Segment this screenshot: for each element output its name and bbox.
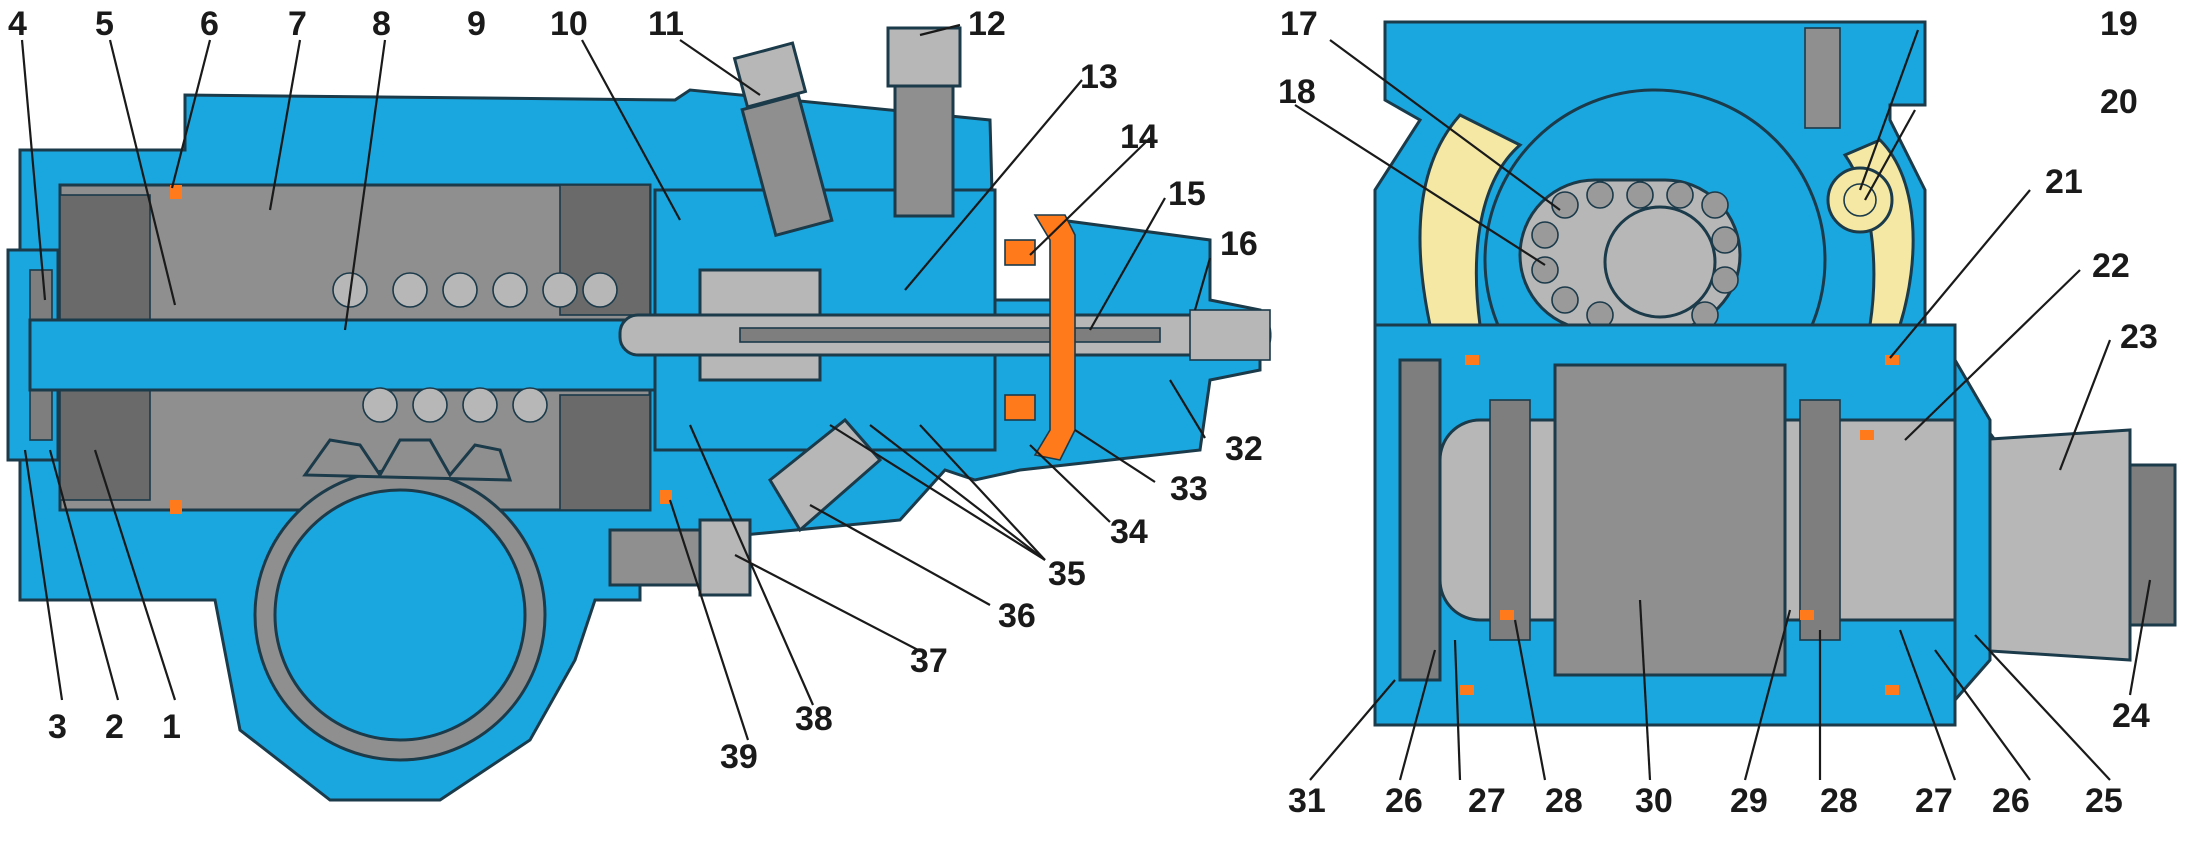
callout-34: 34 — [1110, 513, 1148, 551]
boot-clamp — [1033, 214, 1076, 461]
sector-roller — [1553, 363, 1787, 677]
output-taper — [1973, 428, 2132, 662]
callout-10: 10 — [550, 5, 588, 43]
input-seal-upper — [1004, 239, 1036, 266]
recirculating-balls-upper — [332, 272, 618, 308]
callout-27: 27 — [1915, 782, 1953, 820]
o-ring-39 — [660, 490, 672, 504]
callout-4: 4 — [8, 5, 27, 43]
cross-section-view — [1373, 20, 2177, 727]
callout-13: 13 — [1080, 58, 1118, 96]
callout-labels: 4 5 6 7 8 9 10 11 12 13 14 15 16 32 33 3… — [8, 5, 2158, 820]
callout-20: 20 — [2100, 83, 2138, 121]
drain-tube — [768, 417, 883, 533]
callout-17: 17 — [1280, 5, 1318, 43]
callout-14: 14 — [1120, 118, 1158, 156]
callout-30: 30 — [1635, 782, 1673, 820]
input-seal-lower — [1004, 394, 1036, 421]
callout-21: 21 — [2045, 163, 2083, 201]
callout-1: 1 — [162, 708, 181, 746]
needle-bearing-right — [1799, 399, 1841, 641]
rack-bore-right-lower — [559, 394, 651, 511]
callout-39: 39 — [720, 738, 758, 776]
shaft-end — [1189, 309, 1271, 361]
callout-27b: 27 — [1468, 782, 1506, 820]
longitudinal-section-view — [6, 26, 1272, 802]
sector-teeth — [302, 438, 513, 482]
callout-35: 35 — [1048, 555, 1086, 593]
o-ring-bottom — [170, 500, 182, 514]
callout-28b: 28 — [1545, 782, 1583, 820]
shaft-nut — [2128, 463, 2177, 627]
callout-37: 37 — [910, 642, 948, 680]
guide-balls — [1531, 181, 1739, 329]
screw-section — [1603, 205, 1717, 319]
callout-18: 18 — [1278, 73, 1316, 111]
callout-15: 15 — [1168, 175, 1206, 213]
bleed-plug-center — [1843, 183, 1877, 217]
fitting-12 — [886, 26, 962, 218]
needle-bearing-left — [1489, 399, 1531, 641]
steering-screw — [28, 318, 662, 392]
callout-7: 7 — [288, 5, 307, 43]
callout-3: 3 — [48, 708, 67, 746]
callout-2: 2 — [105, 708, 124, 746]
callout-26: 26 — [1992, 782, 2030, 820]
callout-26b: 26 — [1385, 782, 1423, 820]
callout-25: 25 — [2085, 782, 2123, 820]
callout-12: 12 — [968, 5, 1006, 43]
callout-36: 36 — [998, 597, 1036, 635]
callout-23: 23 — [2120, 318, 2158, 356]
torsion-bar — [739, 327, 1161, 343]
o-ring-6 — [170, 185, 182, 199]
fitting-11 — [732, 41, 834, 238]
bearing-left — [1398, 358, 1442, 682]
callout-9: 9 — [467, 5, 486, 43]
callout-31: 31 — [1288, 782, 1326, 820]
bolt-hole — [1804, 27, 1841, 129]
sector-shaft-bore — [273, 488, 527, 742]
callout-29: 29 — [1730, 782, 1768, 820]
leader-lines — [20, 23, 2152, 781]
callout-8: 8 — [372, 5, 391, 43]
recirculating-balls-lower — [362, 387, 548, 423]
callout-16: 16 — [1220, 225, 1258, 263]
callout-33: 33 — [1170, 470, 1208, 508]
callout-38: 38 — [795, 700, 833, 738]
callout-32: 32 — [1225, 430, 1263, 468]
callout-28: 28 — [1820, 782, 1858, 820]
callout-11: 11 — [648, 5, 684, 43]
callout-5: 5 — [95, 5, 114, 43]
cover-plate-right — [1953, 354, 1992, 704]
callout-19: 19 — [2100, 5, 2138, 43]
callout-24: 24 — [2112, 697, 2150, 735]
adjusting-bolt-head — [698, 518, 752, 597]
seal-rings — [1460, 355, 1899, 695]
callout-6: 6 — [200, 5, 219, 43]
callout-22: 22 — [2092, 247, 2130, 285]
